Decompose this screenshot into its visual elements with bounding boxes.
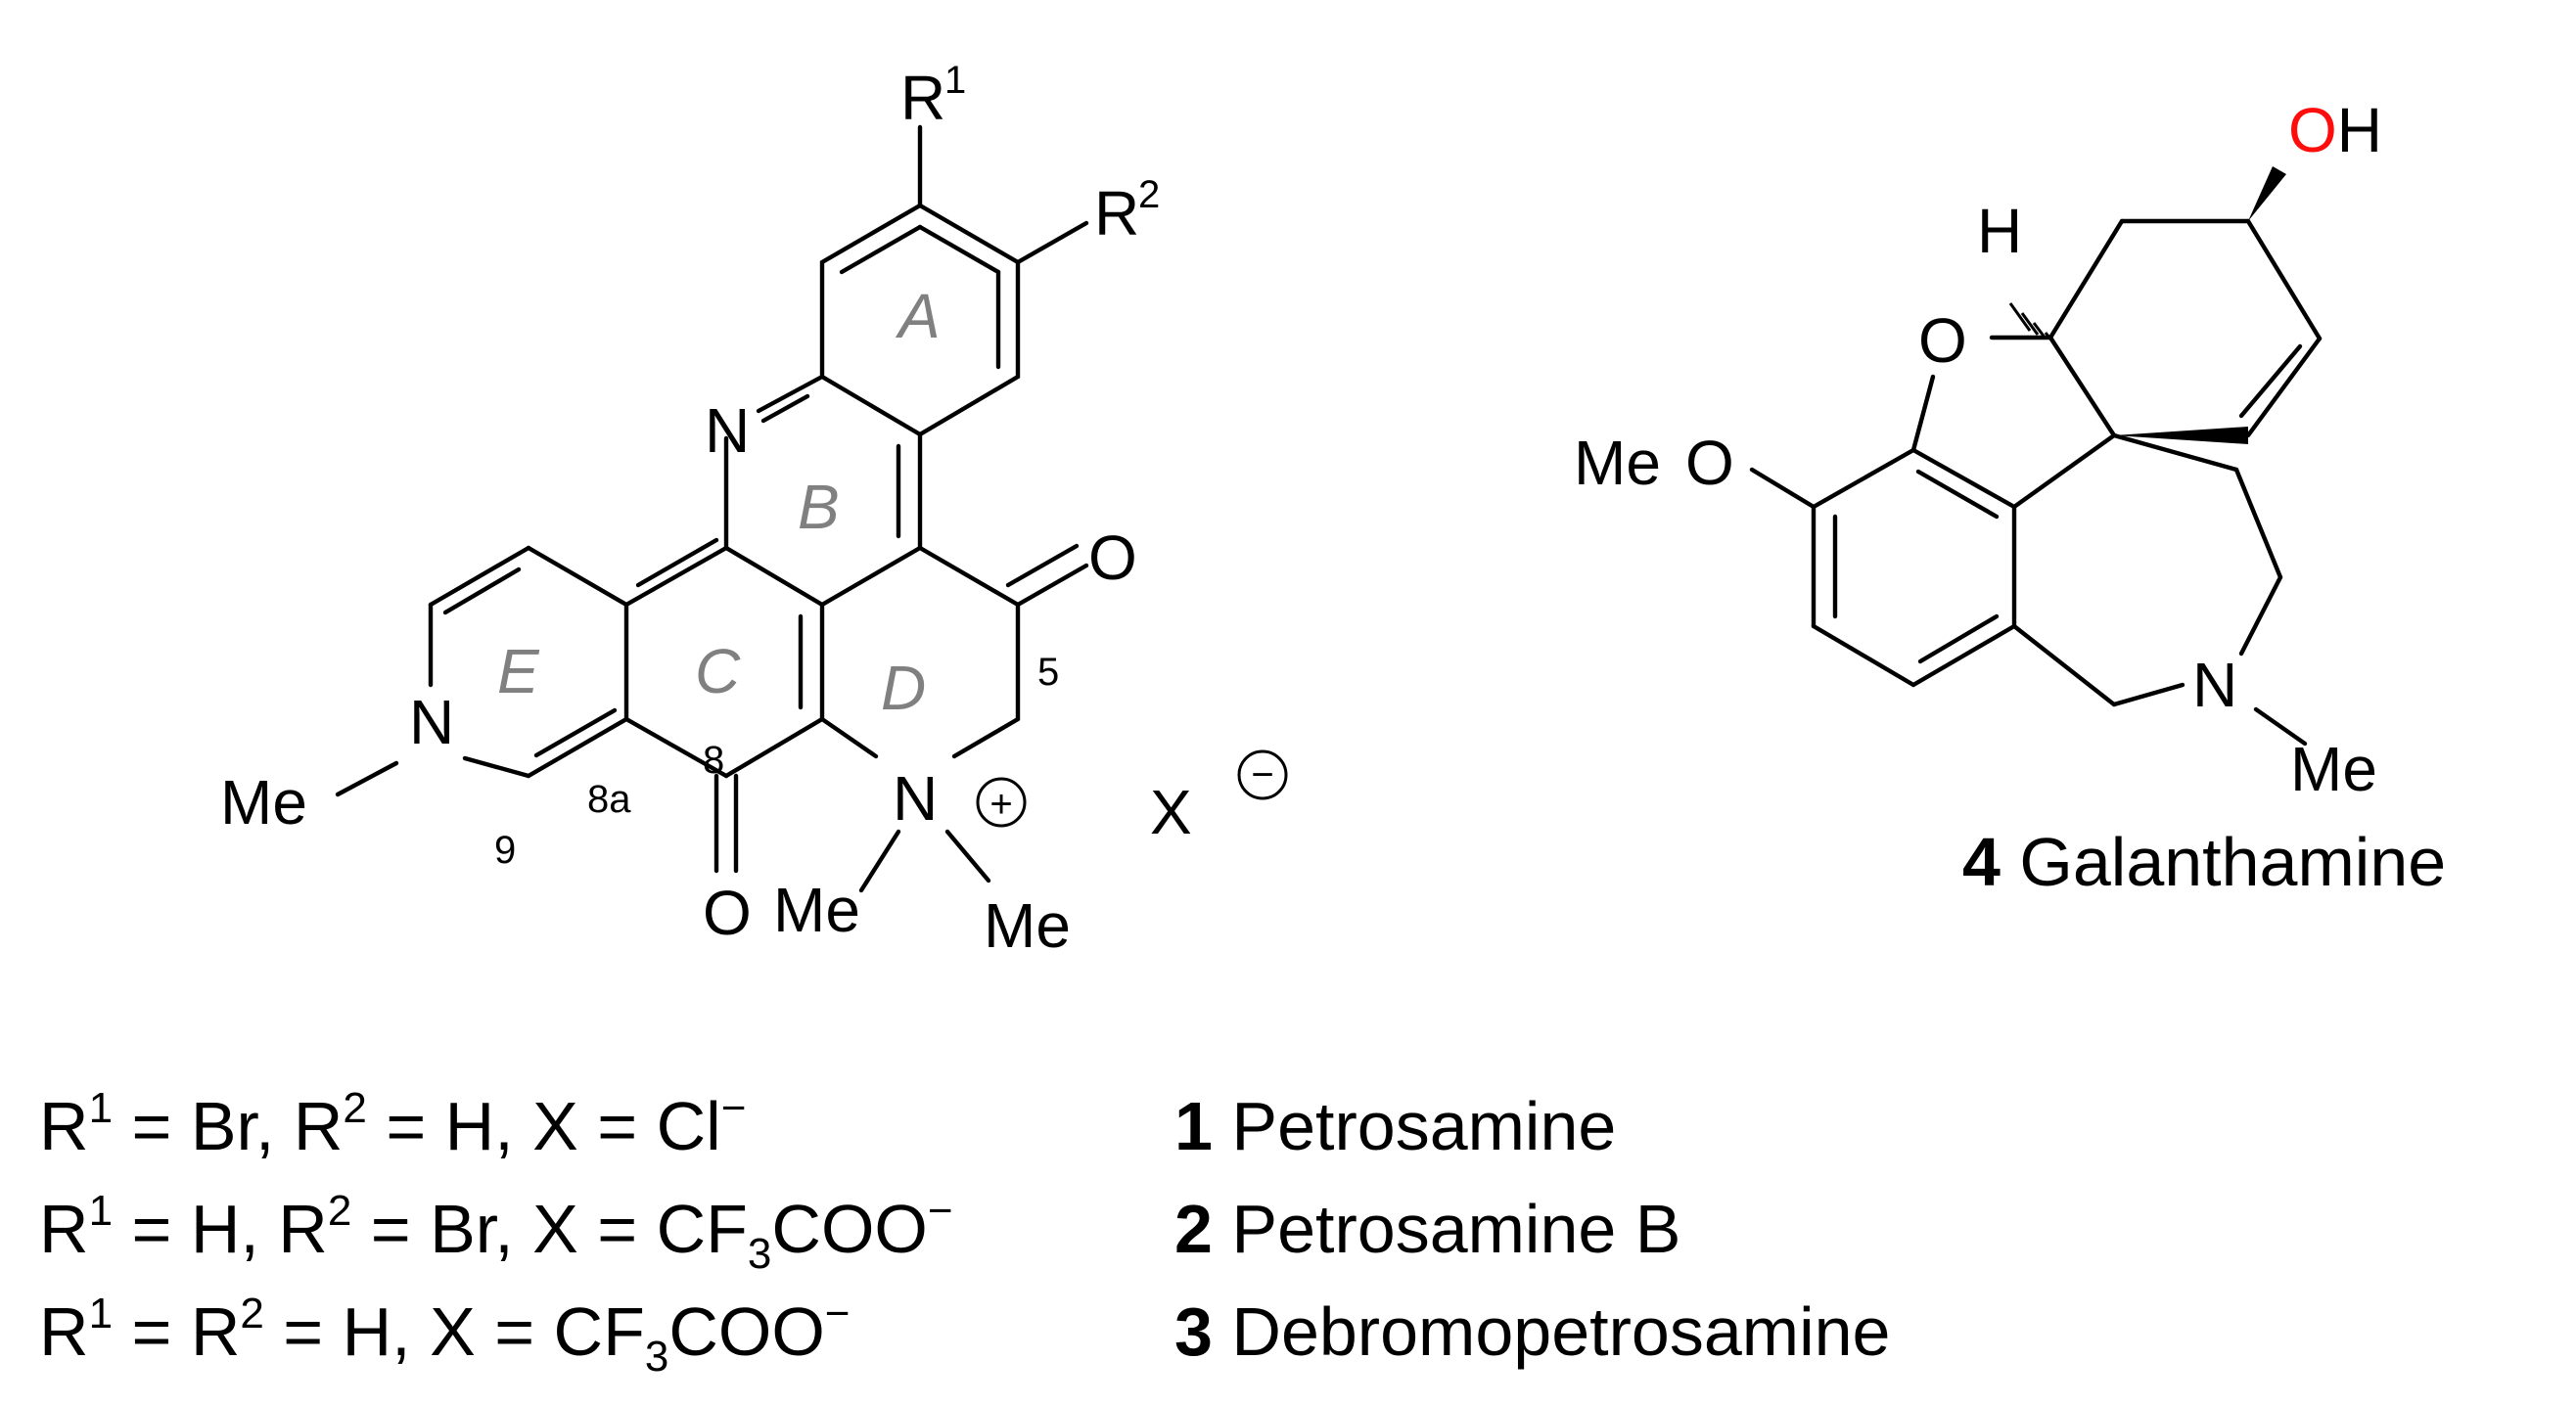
ketone-oxygen-8-label: O [703, 878, 752, 948]
stereo-hydrogen-label: H [1977, 196, 2022, 266]
legend-row-2-name: 2 Petrosamine B [1174, 1191, 1681, 1267]
legend: R1 = Br, R2 = H, X = Cl− 1 Petrosamine R… [39, 1084, 1891, 1381]
petrosamine-skeleton [335, 124, 1089, 893]
r1-superscript: 1 [944, 59, 966, 102]
legend-row-3-name: 3 Debromopetrosamine [1174, 1293, 1891, 1370]
locant-5: 5 [1037, 651, 1059, 694]
n-methyl-ammonium-1-label: Me [773, 875, 860, 945]
locant-9: 9 [494, 829, 516, 872]
hydroxyl-oxygen: O [2288, 95, 2337, 165]
negative-charge-sign: − [1251, 753, 1273, 796]
legend-row-1-formula: R1 = Br, R2 = H, X = Cl− [39, 1084, 746, 1164]
hydroxyl-hydrogen: H [2337, 95, 2382, 165]
hashed-bond-hydrogen [2008, 302, 2055, 343]
wedge-bond-quaternary [2114, 427, 2248, 444]
counterion-label: X [1150, 777, 1192, 847]
r2-superscript: 2 [1138, 173, 1160, 216]
galanthamine-nitrogen-label: N [2192, 650, 2237, 720]
petrosamine-atoms: R 1 R 2 N N N O O Me Me Me + X − [220, 59, 1288, 961]
r2-label: R [1094, 178, 1139, 249]
legend-row-2-formula: R1 = H, R2 = Br, X = CF3COO− [39, 1187, 953, 1278]
locants: 5 8 8a 9 [494, 651, 1059, 872]
r1-label: R [900, 63, 945, 133]
ring-labels: A B C D E [497, 281, 941, 723]
negative-charge-circle [1237, 749, 1288, 800]
n-methyl-ammonium-2-label: Me [984, 890, 1071, 961]
dihydropyridine-nitrogen-label: N [409, 687, 454, 757]
ring-label-c: C [695, 636, 741, 706]
ammonium-nitrogen-label: N [893, 763, 938, 834]
galanthamine-skeleton [1749, 166, 2323, 747]
ring-label-b: B [798, 472, 840, 542]
ketone-oxygen-5-label: O [1088, 522, 1137, 593]
locant-8: 8 [703, 739, 724, 782]
galanthamine-n-methyl-label: Me [2290, 734, 2377, 804]
wedge-bond-hydroxyl [2248, 166, 2286, 221]
n-methyl-pyridine-label: Me [220, 767, 307, 838]
methoxy-oxygen-label: O [1685, 428, 1734, 498]
legend-row-3-formula: R1 = R2 = H, X = CF3COO− [39, 1290, 851, 1381]
methoxy-methyl-label: Me [1574, 428, 1661, 498]
positive-charge-sign: + [989, 783, 1012, 826]
galanthamine-name: Galanthamine [2019, 824, 2446, 900]
galanthamine-number: 4 [1962, 824, 2001, 900]
pyridine-nitrogen-label: N [705, 395, 750, 466]
ring-label-e: E [497, 636, 540, 706]
hydroxyl-label: OH [2288, 95, 2382, 165]
furan-oxygen-label: O [1918, 305, 1967, 376]
legend-row-1-name: 1 Petrosamine [1174, 1088, 1616, 1164]
galanthamine-atoms: OH H O Me O N Me [1574, 95, 2382, 804]
ring-label-d: D [881, 653, 926, 723]
positive-charge-circle [976, 777, 1027, 828]
ring-label-a: A [895, 281, 941, 351]
galanthamine-caption: 4 Galanthamine [1962, 824, 2446, 900]
locant-8a: 8a [587, 778, 631, 821]
